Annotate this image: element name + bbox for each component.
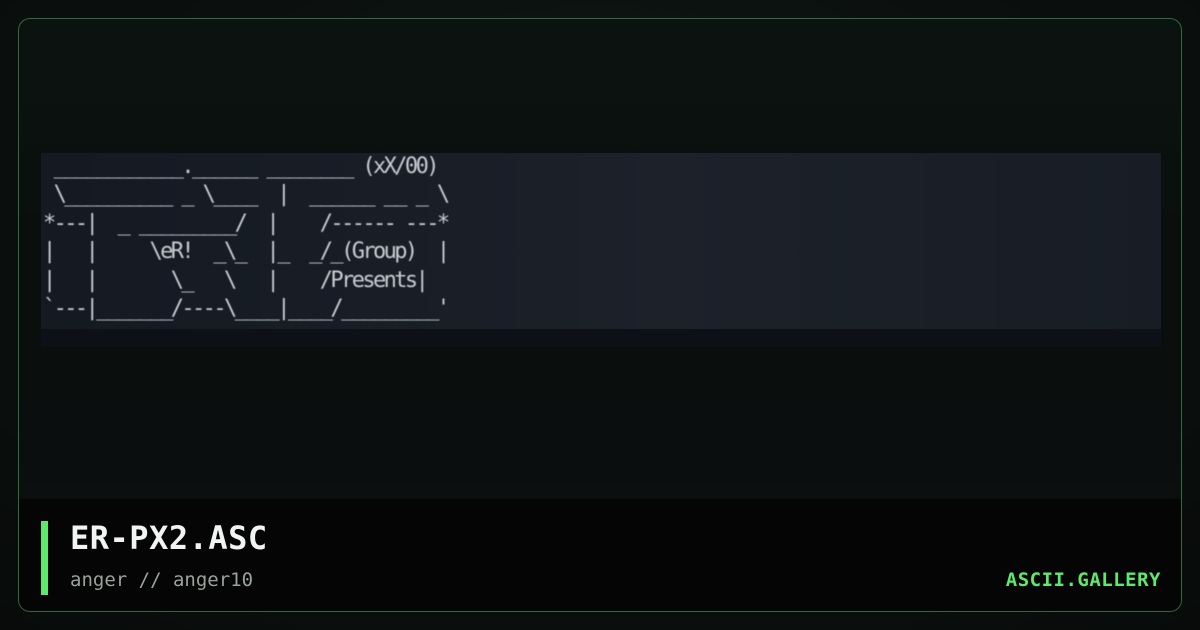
artwork-author: anger // anger10 (70, 569, 254, 591)
artwork-card: ____________.______ ________ (xX/00) \__… (18, 18, 1182, 612)
site-brand: ASCII.GALLERY (1005, 569, 1161, 591)
card-footer: ER-PX2.ASC anger // anger10 ASCII.GALLER… (19, 499, 1181, 611)
ascii-art-preview: ____________.______ ________ (xX/00) \__… (41, 153, 1161, 329)
accent-bar (41, 521, 48, 595)
ascii-art-text: ____________.______ ________ (xX/00) \__… (43, 154, 450, 322)
artwork-title: ER-PX2.ASC (70, 519, 268, 557)
ascii-art-preview-edge (41, 329, 1161, 347)
